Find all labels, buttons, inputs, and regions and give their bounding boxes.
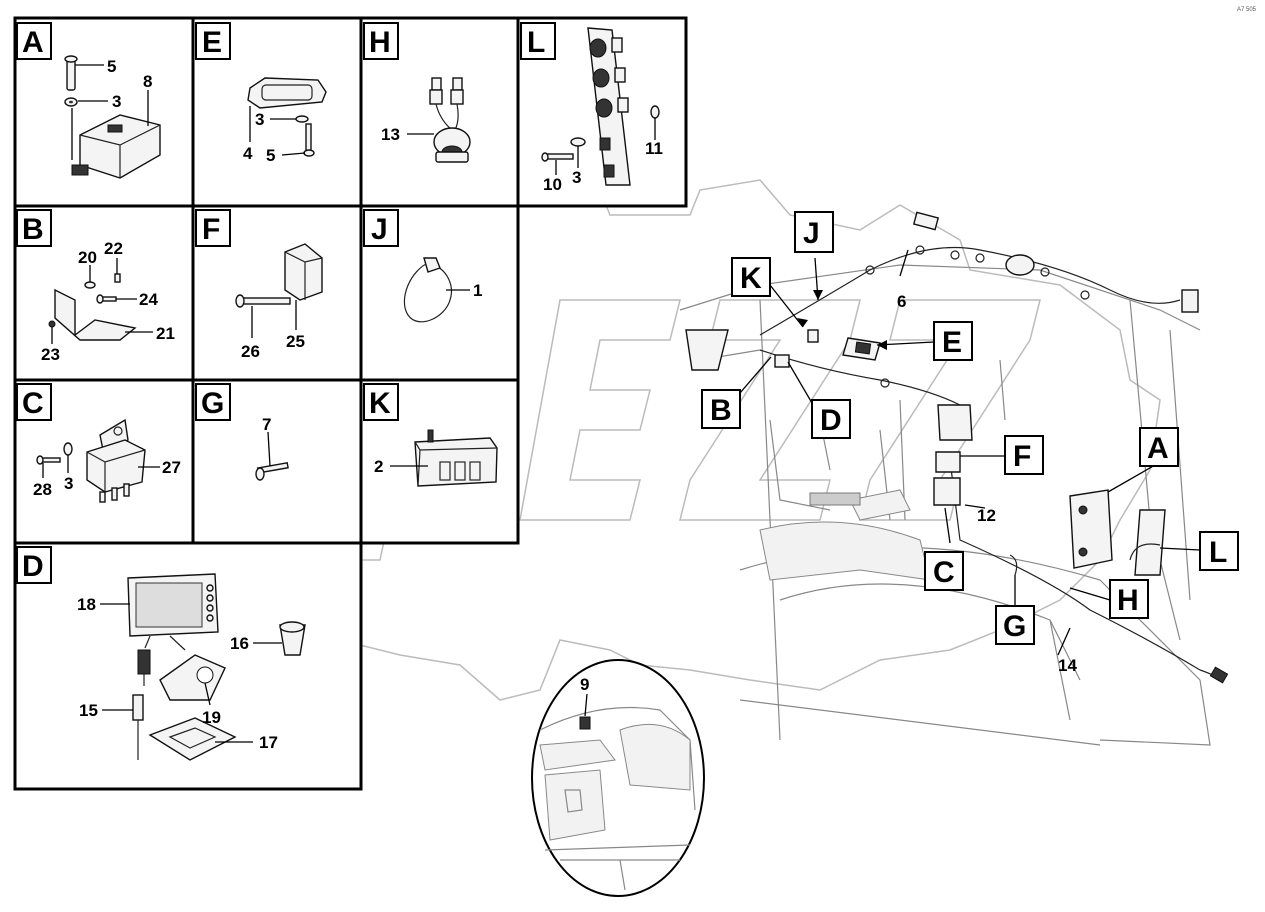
part-number-24: 24	[139, 290, 158, 309]
part-number-1: 1	[473, 281, 482, 300]
panel-a-parts: 5 3 8	[64, 55, 161, 179]
callout-e: E	[942, 326, 962, 359]
callout-b: B	[710, 394, 732, 427]
panel-letter-d: D	[22, 550, 44, 583]
panel-letter-k: K	[369, 387, 391, 420]
panel-letter-c: C	[22, 387, 44, 420]
panel-j-parts: 1	[403, 257, 482, 323]
part-number-3: 3	[572, 168, 581, 187]
part-number-18: 18	[77, 595, 96, 614]
panel-letter-f: F	[202, 213, 220, 246]
callout-f: F	[1013, 440, 1031, 473]
callout-k: K	[740, 262, 762, 295]
part-number-19: 19	[202, 708, 221, 727]
part-number-17: 17	[259, 733, 278, 752]
part-number-16: 16	[230, 634, 249, 653]
callout-j: J	[803, 217, 820, 250]
part-number-9: 9	[580, 675, 589, 694]
part-number-10: 10	[543, 175, 562, 194]
corner-code: A7 505	[1237, 7, 1257, 13]
panel-d-parts: 18 16 15 19 17	[77, 573, 306, 761]
panel-c-parts: 28 3 27	[33, 418, 181, 503]
part-number-26: 26	[241, 342, 260, 361]
part-number-5: 5	[107, 57, 116, 76]
panel-f-parts: 26 25	[235, 243, 323, 361]
part-number-23: 23	[41, 345, 60, 364]
panel-letter-e: E	[202, 26, 222, 59]
part-number-28: 28	[33, 480, 52, 499]
part-number-21: 21	[156, 324, 175, 343]
part-number-15: 15	[79, 701, 98, 720]
callout-h: H	[1117, 584, 1139, 617]
part-number-27: 27	[162, 458, 181, 477]
part-number-20: 20	[78, 248, 97, 267]
panel-letter-b: B	[22, 213, 44, 246]
panel-h-parts: 13	[381, 77, 471, 163]
callout-d: D	[820, 404, 842, 437]
part-number-6: 6	[897, 292, 906, 311]
part-number-3: 3	[112, 92, 121, 111]
panel-e-parts: 3 4 5	[243, 77, 327, 165]
panel-letter-j: J	[371, 213, 388, 246]
part-number-7: 7	[262, 415, 271, 434]
harness-wiring	[685, 211, 1229, 684]
panel-b-parts: 20 22 24 23 21	[41, 239, 175, 364]
part-number-3: 3	[255, 110, 264, 129]
callout-g: G	[1003, 610, 1026, 643]
panel-letter-h: H	[369, 26, 391, 59]
overview-callouts: K J E B D F A C L H G 6 12 14	[701, 211, 1239, 675]
part-number-11: 11	[645, 139, 663, 158]
detail-inset: 9	[531, 659, 705, 897]
part-number-2: 2	[374, 457, 383, 476]
part-number-5: 5	[266, 146, 275, 165]
panel-letters: A E H L B F J C G K D	[16, 22, 556, 584]
part-number-3: 3	[64, 474, 73, 493]
part-number-4: 4	[243, 144, 253, 163]
panel-l-parts: 11 10 3	[541, 27, 663, 194]
callout-a: A	[1147, 432, 1169, 465]
part-number-14: 14	[1058, 656, 1077, 675]
panel-k-parts: 2	[374, 429, 498, 487]
panel-letter-l: L	[527, 26, 545, 59]
part-number-25: 25	[286, 332, 305, 351]
part-number-8: 8	[143, 72, 152, 91]
callout-l: L	[1209, 536, 1227, 569]
panel-letter-a: A	[22, 26, 44, 59]
part-number-22: 22	[104, 239, 123, 258]
part-number-12: 12	[977, 506, 996, 525]
callout-c: C	[933, 556, 955, 589]
part-number-13: 13	[381, 125, 400, 144]
panel-letter-g: G	[201, 387, 224, 420]
panel-g-parts: 7	[255, 415, 289, 481]
